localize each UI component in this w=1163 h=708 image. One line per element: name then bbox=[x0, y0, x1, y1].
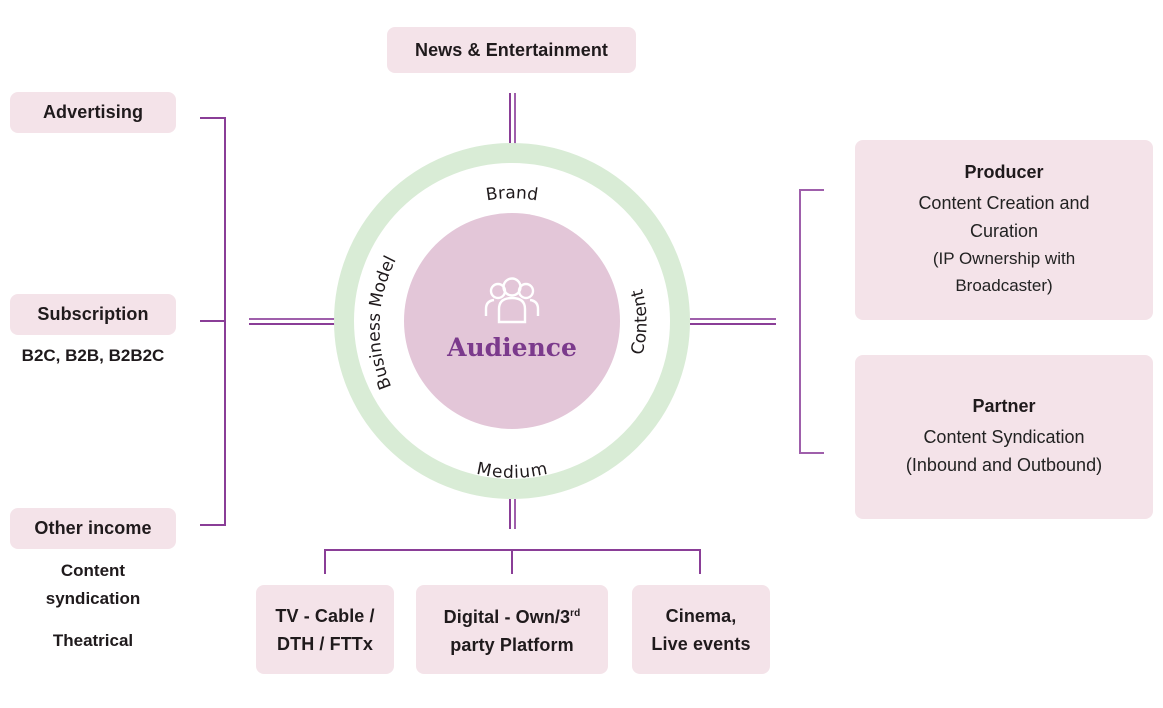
ring-label-brand: Brand bbox=[485, 183, 540, 205]
advertising-label: Advertising bbox=[42, 102, 144, 122]
people-group-icon bbox=[484, 277, 540, 324]
tv-box: TV - Cable / DTH / FTTx bbox=[256, 585, 394, 674]
other-income-label: Other income bbox=[34, 518, 152, 538]
producer-line2: (IP Ownership with Broadcaster) bbox=[932, 248, 1076, 295]
right-bracket-vertical bbox=[799, 189, 801, 454]
bottom-tree-drop-tv bbox=[324, 549, 326, 574]
other-income-detail-theatrical: Theatrical bbox=[52, 631, 134, 650]
partner-box: Partner Content Syndication (Inbound and… bbox=[855, 355, 1153, 519]
digital-label-line2: party Platform bbox=[450, 635, 574, 655]
left-connector-b bbox=[249, 323, 335, 325]
news-entertainment-box: News & Entertainment bbox=[387, 27, 636, 73]
tv-label-line1: TV - Cable / bbox=[275, 605, 375, 626]
left-bracket-tick-other bbox=[200, 524, 226, 526]
right-connector-b bbox=[690, 323, 776, 325]
advertising-box: Advertising bbox=[10, 92, 176, 133]
partner-title: Partner bbox=[972, 395, 1036, 416]
outer-ring bbox=[334, 143, 690, 499]
cinema-box: Cinema, Live events bbox=[632, 585, 770, 674]
bottom-tree-drop-cinema bbox=[699, 549, 701, 574]
producer-title: Producer bbox=[964, 161, 1044, 182]
right-connector-a bbox=[690, 318, 776, 320]
producer-line1: Content Creation and Curation bbox=[918, 192, 1090, 241]
bottom-tree-drop-digital bbox=[511, 549, 513, 574]
subscription-label: Subscription bbox=[37, 304, 149, 324]
digital-label-line1: Digital - Own/3rd bbox=[443, 607, 581, 627]
cinema-label-line1: Cinema, bbox=[665, 605, 737, 626]
right-bracket-tick-partner bbox=[799, 452, 824, 454]
core-circle bbox=[404, 213, 620, 429]
ring-label-medium: Medium bbox=[475, 459, 549, 483]
news-entertainment-label: News & Entertainment bbox=[414, 39, 609, 60]
audience-label: Audience bbox=[446, 333, 577, 362]
left-bracket-tick-advertising bbox=[200, 117, 226, 119]
partner-line1: Content Syndication bbox=[923, 426, 1085, 447]
top-connector-b bbox=[514, 93, 516, 145]
producer-box: Producer Content Creation and Curation (… bbox=[855, 140, 1153, 320]
digital-box: Digital - Own/3rd party Platform bbox=[416, 585, 608, 674]
right-bracket-tick-producer bbox=[799, 189, 824, 191]
subscription-detail: B2C, B2B, B2B2C bbox=[21, 346, 165, 365]
ring-label-business-model: Business Model bbox=[364, 253, 400, 393]
top-connector-a bbox=[509, 93, 511, 145]
bottom-connector-a bbox=[509, 499, 511, 529]
other-income-box: Other income bbox=[10, 508, 176, 549]
left-bracket-tick-subscription bbox=[200, 320, 226, 322]
tv-label-line2: DTH / FTTx bbox=[277, 633, 373, 654]
subscription-box: Subscription bbox=[10, 294, 176, 335]
cinema-label-line2: Live events bbox=[651, 633, 751, 654]
ring-label-content: Content bbox=[627, 287, 651, 357]
other-income-detail-syndication: Content syndication bbox=[45, 561, 141, 608]
partner-line2: (Inbound and Outbound) bbox=[905, 454, 1103, 475]
left-connector-a bbox=[249, 318, 335, 320]
bottom-connector-b bbox=[514, 499, 516, 529]
